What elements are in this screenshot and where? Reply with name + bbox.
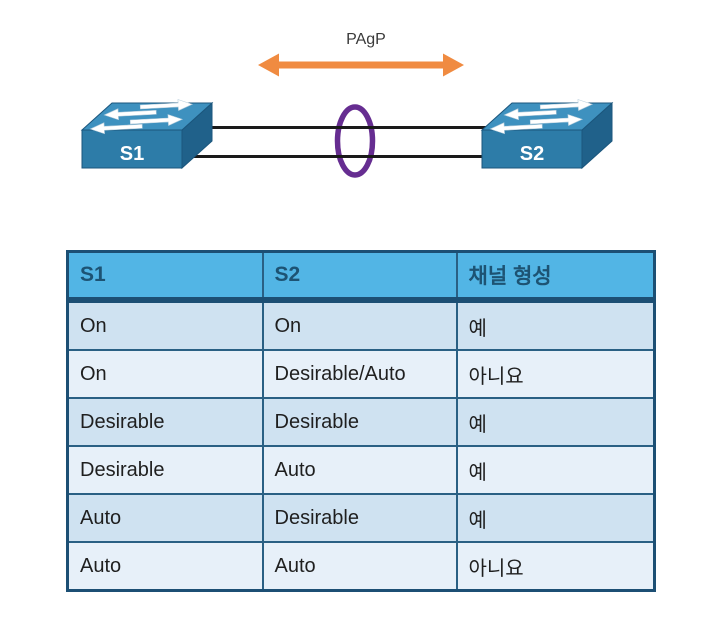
switch-s1-icon: S1 <box>80 98 214 170</box>
switch-s1-label: S1 <box>120 143 144 165</box>
etherchannel-bundle-ellipse-icon <box>334 104 376 178</box>
table-header-row: S1 S2 채널 형성 <box>66 250 656 303</box>
column-header-s1: S1 <box>66 250 264 303</box>
link-lines <box>190 126 494 158</box>
table-row: Desirable Desirable 예 <box>66 397 656 447</box>
table-row: Auto Desirable 예 <box>66 493 656 543</box>
cell-channel-result: 예 <box>455 299 656 351</box>
cell-channel-result: 아니요 <box>455 541 656 592</box>
cell-s1-mode: Auto <box>66 493 264 543</box>
cell-s2-mode: Desirable/Auto <box>261 349 458 399</box>
cell-s2-mode: On <box>261 299 458 351</box>
cell-channel-result: 아니요 <box>455 349 656 399</box>
table-row: On Desirable/Auto 아니요 <box>66 349 656 399</box>
pagp-topology-diagram: PAgP S1 <box>80 31 614 178</box>
cell-s2-mode: Auto <box>261 445 458 495</box>
table-row: Desirable Auto 예 <box>66 445 656 495</box>
pagp-mode-table: S1 S2 채널 형성 On On 예 On Desirable/Auto 아니… <box>66 250 656 592</box>
cell-channel-result: 예 <box>455 493 656 543</box>
cell-s2-mode: Auto <box>261 541 458 592</box>
table-row: On On 예 <box>66 299 656 351</box>
cell-s1-mode: Desirable <box>66 445 264 495</box>
cell-s2-mode: Desirable <box>261 397 458 447</box>
switch-s2-icon: S2 <box>480 98 614 170</box>
column-header-channel-formation: 채널 형성 <box>455 250 656 303</box>
cell-s1-mode: Desirable <box>66 397 264 447</box>
cell-s2-mode: Desirable <box>261 493 458 543</box>
cell-channel-result: 예 <box>455 397 656 447</box>
table-row: Auto Auto 아니요 <box>66 541 656 592</box>
cell-s1-mode: On <box>66 299 264 351</box>
cell-s1-mode: Auto <box>66 541 264 592</box>
switch-s2-label: S2 <box>520 143 544 165</box>
cell-channel-result: 예 <box>455 445 656 495</box>
bidirectional-arrow-icon <box>258 53 464 77</box>
cell-s1-mode: On <box>66 349 264 399</box>
column-header-s2: S2 <box>261 250 458 303</box>
pagp-protocol-label: PAgP <box>346 31 386 48</box>
